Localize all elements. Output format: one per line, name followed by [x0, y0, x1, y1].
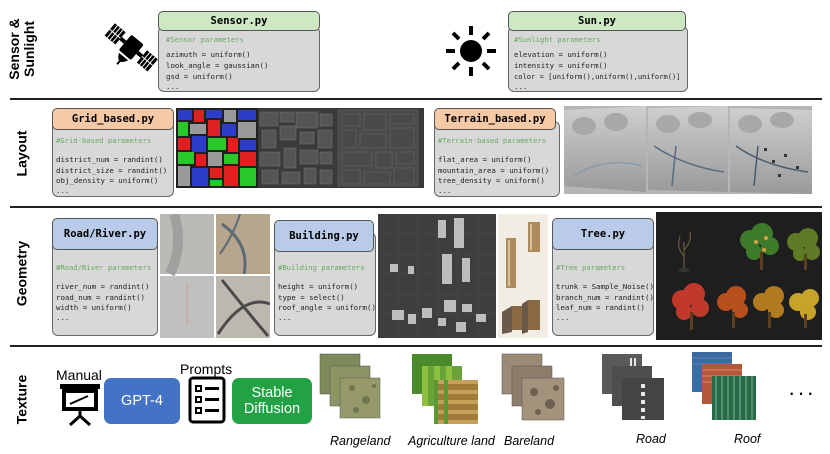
grid-comment: #Grid-based parameters	[56, 136, 152, 145]
tree-line: trunk = Sample_Noise()	[556, 282, 654, 291]
roof-label: Roof	[734, 432, 761, 446]
tree-image	[656, 212, 822, 340]
sensor-card-title: Sensor.py	[158, 11, 320, 31]
terrain-line: tree_density = uniform()	[438, 176, 545, 185]
building-line: type = select()	[278, 293, 345, 302]
roof-texture	[692, 352, 756, 420]
building-image	[378, 214, 548, 338]
stable-diffusion-box: Stable Diffusion	[232, 378, 312, 424]
rangeland-texture	[319, 353, 381, 419]
road-river-image	[160, 214, 270, 338]
road-texture	[602, 354, 664, 420]
building-line: height = uniform()	[278, 282, 359, 291]
grid-line: district_size = randint()	[56, 166, 168, 175]
agriculture-label: Agriculture land	[408, 434, 495, 448]
row-divider	[10, 98, 822, 100]
manual-label: Manual	[56, 367, 102, 383]
grid-line: district_num = randint()	[56, 155, 163, 164]
grid-card-title: Grid_based.py	[52, 108, 174, 130]
road-comment: #Road/River parameters	[56, 263, 152, 272]
row-label-layout: Layout	[13, 130, 30, 177]
sensor-card	[158, 26, 320, 92]
road-line: ...	[56, 313, 70, 322]
sensor-line: gsd = uniform()	[166, 72, 233, 81]
bareland-label: Bareland	[504, 434, 555, 448]
terrain-line: flat_area = uniform()	[438, 155, 532, 164]
terrain-comment: #Terrain-based parameters	[438, 136, 547, 145]
sun-line: intensity = uniform()	[514, 61, 608, 70]
tree-line: ...	[556, 313, 570, 322]
building-line: ...	[278, 313, 292, 322]
sensor-comment: #Sensor parameters	[166, 35, 244, 44]
row-divider	[10, 345, 822, 347]
tree-comment: #Tree parameters	[556, 263, 626, 272]
grid-line: ...	[56, 186, 70, 195]
row-divider	[10, 206, 822, 208]
sensor-line: azimuth = uniform()	[166, 50, 251, 59]
building-card-title: Building.py	[274, 220, 374, 252]
sun-card-title: Sun.py	[508, 11, 686, 31]
prompts-label: Prompts	[180, 361, 233, 377]
sun-line: elevation = uniform()	[514, 50, 608, 59]
terrain-card-title: Terrain_based.py	[434, 108, 556, 130]
terrain-line: ...	[438, 186, 452, 195]
road-line: river_num = randint()	[56, 282, 150, 291]
row-label-texture: Texture	[13, 374, 30, 425]
rangeland-label: Rangeland	[330, 434, 391, 448]
sun-icon	[446, 26, 496, 76]
tree-card-title: Tree.py	[552, 218, 654, 250]
sun-line: ...	[514, 82, 528, 91]
sensor-line: ...	[166, 82, 180, 91]
road-label: Road	[636, 432, 666, 446]
road-line: road_num = randint()	[56, 293, 145, 302]
tree-line: leaf_num = randint()	[556, 303, 645, 312]
presentation-icon	[60, 384, 100, 426]
road-card-title: Road/River.py	[52, 218, 158, 250]
tree-line: branch_num = randint()	[556, 293, 654, 302]
row-label-geometry: Geometry	[13, 240, 30, 307]
building-line: roof_angle = uniform()	[278, 303, 376, 312]
sensor-line: look_angle = gaussian()	[166, 61, 269, 70]
agriculture-texture	[412, 354, 478, 424]
building-comment: #Building parameters	[278, 263, 365, 272]
checklist-icon	[188, 376, 226, 424]
row-label-sensor: Sensor & Sunlight	[6, 18, 37, 80]
satellite-icon	[104, 23, 158, 72]
grid-layout-image	[176, 108, 424, 188]
gpt4-box: GPT-4	[104, 378, 180, 424]
sun-card	[508, 26, 688, 92]
sun-line: color = [uniform(),uniform(),uniform()]	[514, 72, 681, 81]
terrain-layout-image	[564, 106, 812, 194]
grid-line: obj_density = uniform()	[56, 176, 159, 185]
road-line: width = uniform()	[56, 303, 132, 312]
sun-comment: #Sunlight parameters	[514, 35, 601, 44]
bareland-texture	[501, 353, 565, 421]
terrain-line: mountain_area = uniform()	[438, 166, 550, 175]
ellipsis-label: ···	[788, 380, 816, 405]
grid-card	[52, 121, 174, 197]
